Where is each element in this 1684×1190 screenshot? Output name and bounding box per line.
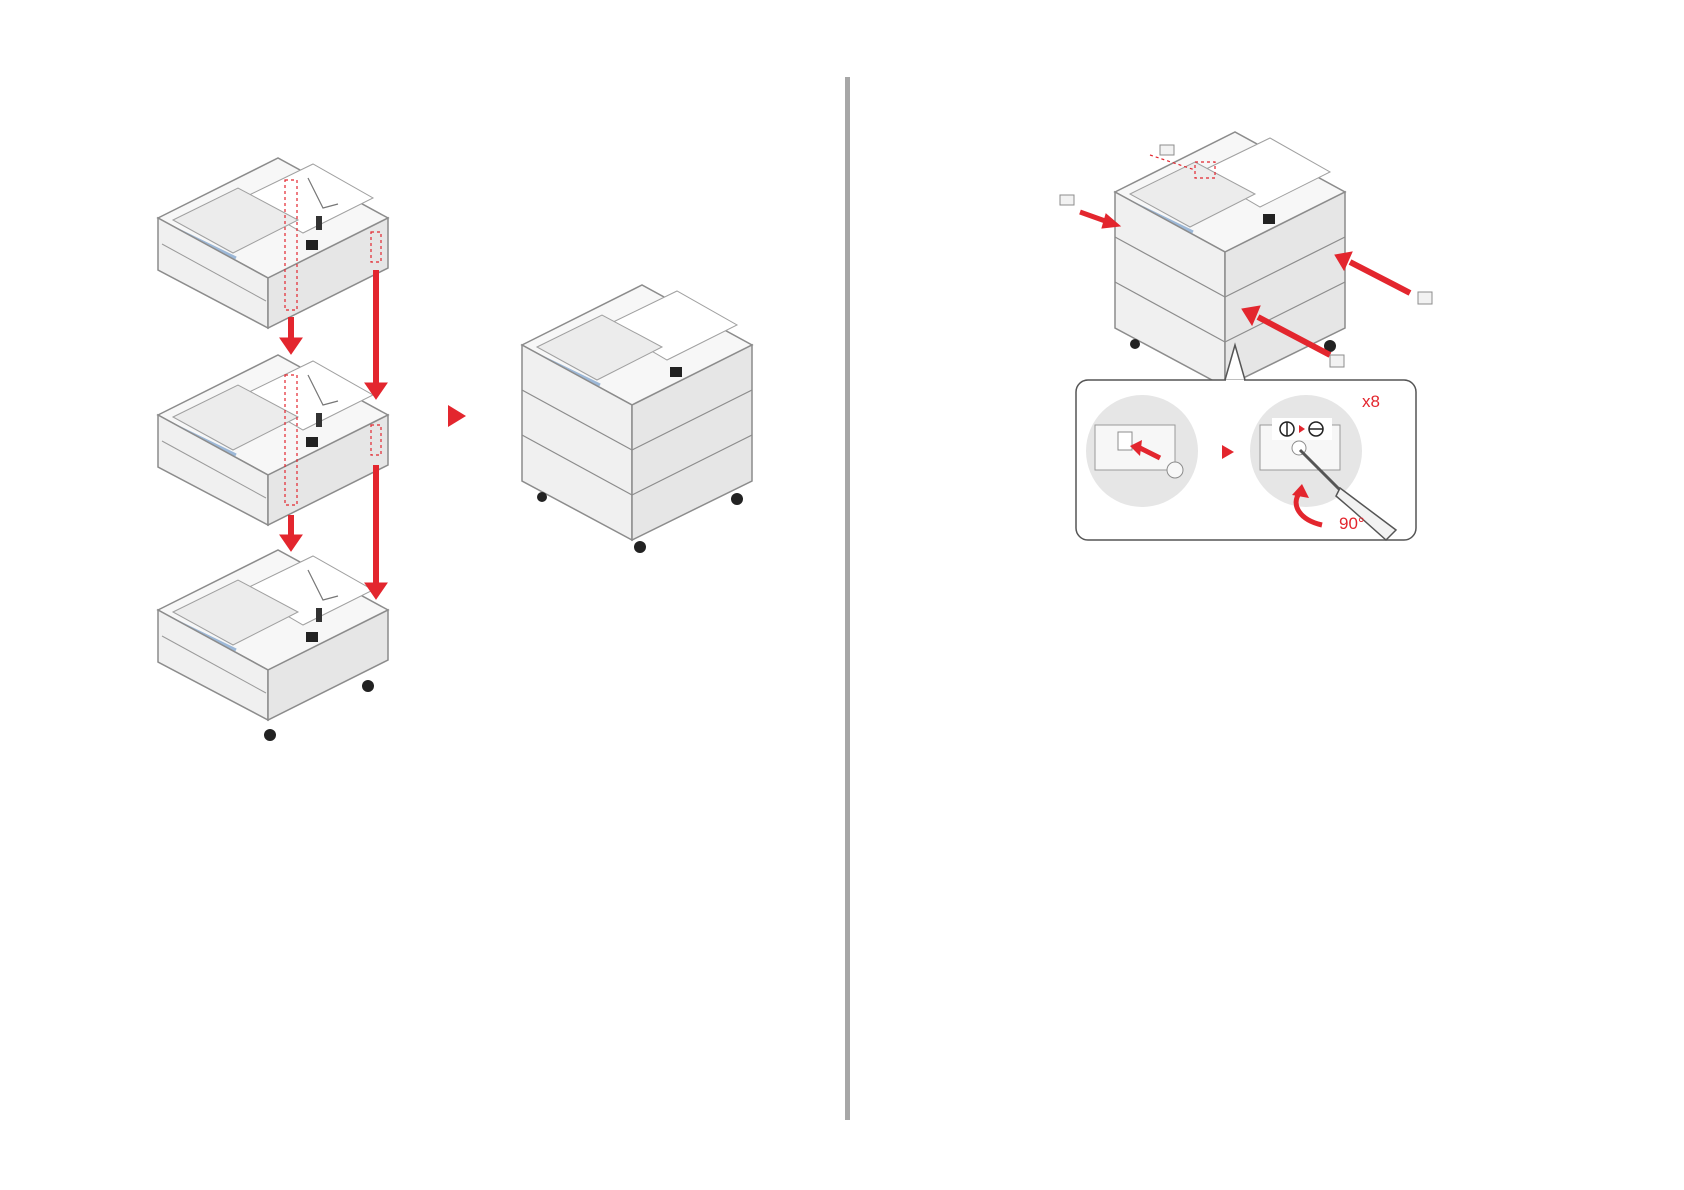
lock-unlock-symbol-icon bbox=[1272, 418, 1332, 440]
rotation-label: 90° bbox=[1339, 514, 1365, 534]
right-triangle-icon bbox=[448, 405, 466, 427]
count-label: x8 bbox=[1362, 392, 1380, 412]
tray-unit-bottom bbox=[158, 550, 388, 741]
tray-unit-top bbox=[158, 158, 388, 328]
stacked-trays-result bbox=[522, 285, 752, 553]
tray-unit-middle bbox=[158, 355, 388, 525]
